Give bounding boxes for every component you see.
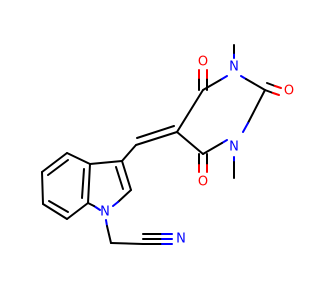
bond-n-c7a-n: [93, 205, 101, 211]
bond-ch-c3: [121, 144, 137, 162]
bond-c4-c5-2: [47, 159, 69, 176]
atom-labels: O N O N O N N: [100, 55, 294, 247]
atom-n-top: N: [229, 60, 239, 75]
bond-c2-o-b-o: [274, 85, 282, 89]
bond-ch2-cn: [110, 242, 144, 245]
bond-c3-c2: [121, 160, 132, 191]
bond-c7a-c3a: [87, 163, 91, 204]
atom-n-indole: N: [100, 205, 110, 220]
bond-c2-n-n: [112, 201, 119, 207]
bond-c2-n3-n: [242, 122, 249, 133]
bond-c6-c7: [42, 203, 68, 220]
bond-c2-n3: [247, 89, 266, 124]
bond-c6-c7-2: [48, 200, 69, 213]
atom-o-bottom: O: [198, 175, 208, 190]
bond-c5-c6: [41, 171, 44, 205]
bond-c7-c7a: [66, 202, 89, 220]
bond-c3-c2-2: [115, 166, 124, 190]
bond-n-c7a: [87, 202, 95, 207]
bond-n-ch2: [106, 225, 112, 244]
bond-c3a-c4: [66, 152, 91, 165]
bond-n1-c2: [245, 78, 266, 91]
bond-c4-c5: [41, 152, 68, 173]
atom-o-right: O: [284, 84, 294, 99]
atom-n-right: N: [229, 140, 239, 155]
bond-c5-ch-2: [136, 125, 175, 139]
bond-c3-c3a: [89, 160, 123, 165]
bond-n-ch2-n: [105, 219, 108, 227]
bond-c7a-c3a-2: [81, 168, 85, 199]
bond-c4-c5: [176, 131, 204, 155]
bond-c2-o-a-o: [272, 92, 280, 96]
atom-n-nitrile: N: [176, 232, 186, 247]
bond-c2-n: [117, 189, 132, 203]
bond-c2-o-a: [264, 89, 274, 94]
bond-c5-c6: [176, 89, 204, 133]
bond-c5-ch: [135, 131, 178, 146]
bond-c6-n1-n: [221, 75, 228, 80]
bond-n3-c4: [202, 142, 223, 155]
bond-c6-n1: [202, 78, 223, 91]
bonds: [41, 44, 282, 245]
bond-c2-o-b: [266, 82, 276, 87]
atom-o-top: O: [198, 55, 208, 70]
molecule-structure-diagram: O N O N O N N: [41, 44, 294, 247]
